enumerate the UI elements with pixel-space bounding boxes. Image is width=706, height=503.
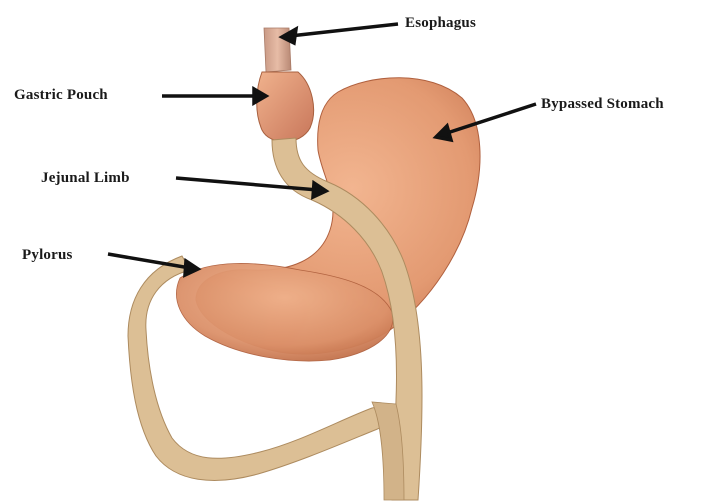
esophagus-label: Esophagus	[405, 14, 476, 32]
bypassed-stomach-label: Bypassed Stomach	[541, 95, 664, 113]
pylorus-label: Pylorus	[22, 246, 73, 264]
esophagus-arrow	[290, 24, 398, 36]
gastric-pouch-shape	[257, 72, 314, 142]
gastric-pouch-label: Gastric Pouch	[14, 86, 108, 104]
jejunal-limb-label: Jejunal Limb	[41, 169, 130, 187]
